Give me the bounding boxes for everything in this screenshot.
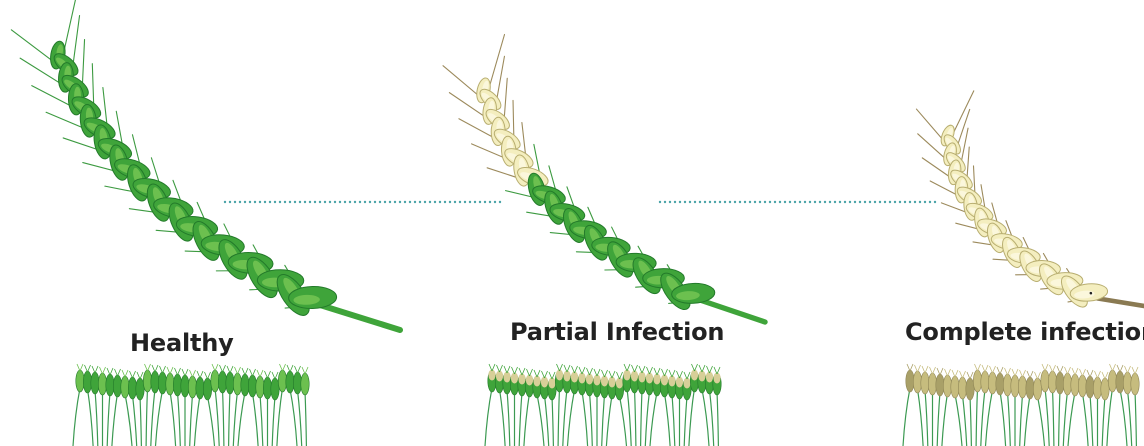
partial-infection-wheat-field: [485, 364, 721, 446]
partial-infection-wheat-head: [443, 34, 765, 322]
healthy-label: Healthy: [130, 329, 234, 357]
complete-infection-label: Complete infection: [905, 318, 1144, 346]
healthy-wheat-field: [73, 364, 309, 446]
dotted-connector-1: [224, 201, 501, 203]
dotted-connector-2: [659, 201, 936, 203]
healthy-wheat-head: [11, 0, 400, 330]
partial-infection-label: Partial Infection: [510, 318, 724, 346]
complete-infection-wheat-head: [916, 91, 1144, 311]
complete-infection-wheat-field: [903, 364, 1139, 446]
